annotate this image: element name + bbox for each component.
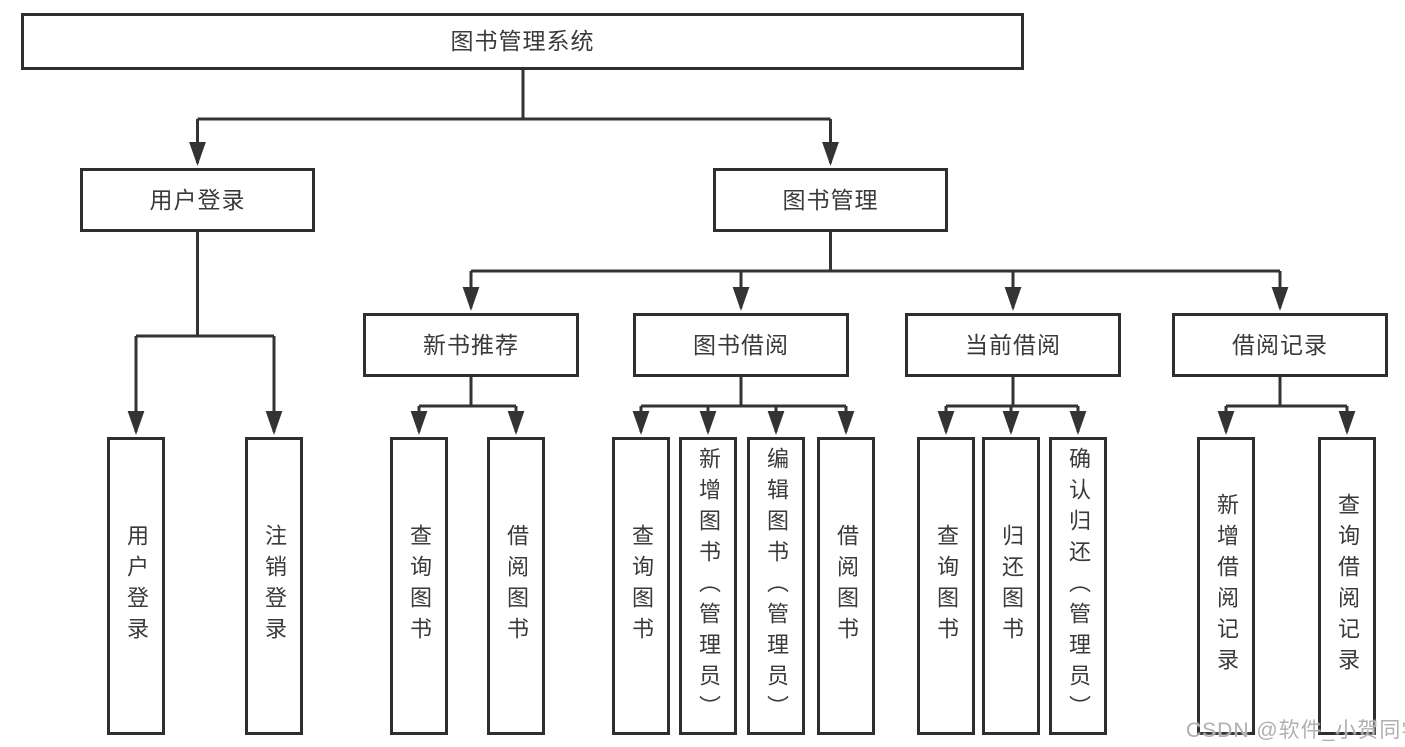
connector-current-borrow-children — [937, 377, 1087, 435]
leaf-edit-book-admin: 编辑图书（管理员） — [747, 437, 805, 735]
node-label: 借阅图书 — [504, 524, 529, 648]
leaf-query-books-current: 查询图书 — [917, 437, 975, 735]
node-label: 确认归还（管理员） — [1066, 446, 1091, 726]
leaf-borrow-books-recommend: 借阅图书 — [487, 437, 545, 735]
node-label: 用户登录 — [149, 186, 246, 213]
leaf-borrow-books: 借阅图书 — [817, 437, 875, 735]
connector-root-to-level2 — [189, 70, 839, 166]
leaf-logout: 注销登录 — [245, 437, 303, 735]
leaf-query-books-recommend: 查询图书 — [390, 437, 448, 735]
node-label: 查询图书 — [934, 524, 959, 648]
node-label: 新增图书（管理员） — [696, 446, 721, 726]
node-library-system-root: 图书管理系统 — [21, 13, 1024, 70]
node-label: 借阅记录 — [1232, 331, 1328, 358]
node-label: 图书借阅 — [693, 331, 789, 358]
connector-book-management-children — [462, 232, 1289, 311]
node-borrow-records: 借阅记录 — [1172, 313, 1388, 377]
node-label: 借阅图书 — [834, 524, 859, 648]
leaf-query-books-borrow: 查询图书 — [612, 437, 670, 735]
connector-new-book-children — [410, 377, 525, 435]
leaf-query-borrow-record: 查询借阅记录 — [1318, 437, 1376, 735]
node-current-borrow: 当前借阅 — [905, 313, 1121, 377]
node-user-login: 用户登录 — [80, 168, 315, 232]
node-label: 新书推荐 — [423, 331, 519, 358]
leaf-return-book: 归还图书 — [982, 437, 1040, 735]
node-label: 新增借阅记录 — [1214, 493, 1239, 679]
node-label: 查询图书 — [407, 524, 432, 648]
node-book-management: 图书管理 — [713, 168, 948, 232]
leaf-confirm-return-admin: 确认归还（管理员） — [1049, 437, 1107, 735]
leaf-user-login: 用户登录 — [107, 437, 165, 735]
node-label: 查询借阅记录 — [1335, 493, 1360, 679]
leaf-add-borrow-record: 新增借阅记录 — [1197, 437, 1255, 735]
connector-borrow-records-children — [1217, 377, 1356, 435]
node-label: 注销登录 — [262, 524, 287, 648]
node-label: 用户登录 — [124, 524, 149, 648]
leaf-add-book-admin: 新增图书（管理员） — [679, 437, 737, 735]
node-book-borrow: 图书借阅 — [633, 313, 849, 377]
node-label: 编辑图书（管理员） — [764, 446, 789, 726]
node-new-book-recommend: 新书推荐 — [363, 313, 579, 377]
node-label: 图书管理系统 — [450, 28, 595, 54]
node-label: 查询图书 — [629, 524, 654, 648]
connector-book-borrow-children — [632, 377, 855, 435]
node-label: 当前借阅 — [965, 331, 1061, 358]
node-label: 图书管理 — [782, 186, 879, 213]
connector-user-login-children — [127, 232, 283, 435]
csdn-watermark: CSDN @软件_小贺同学 — [1186, 719, 1405, 742]
node-label: 归还图书 — [999, 524, 1024, 648]
